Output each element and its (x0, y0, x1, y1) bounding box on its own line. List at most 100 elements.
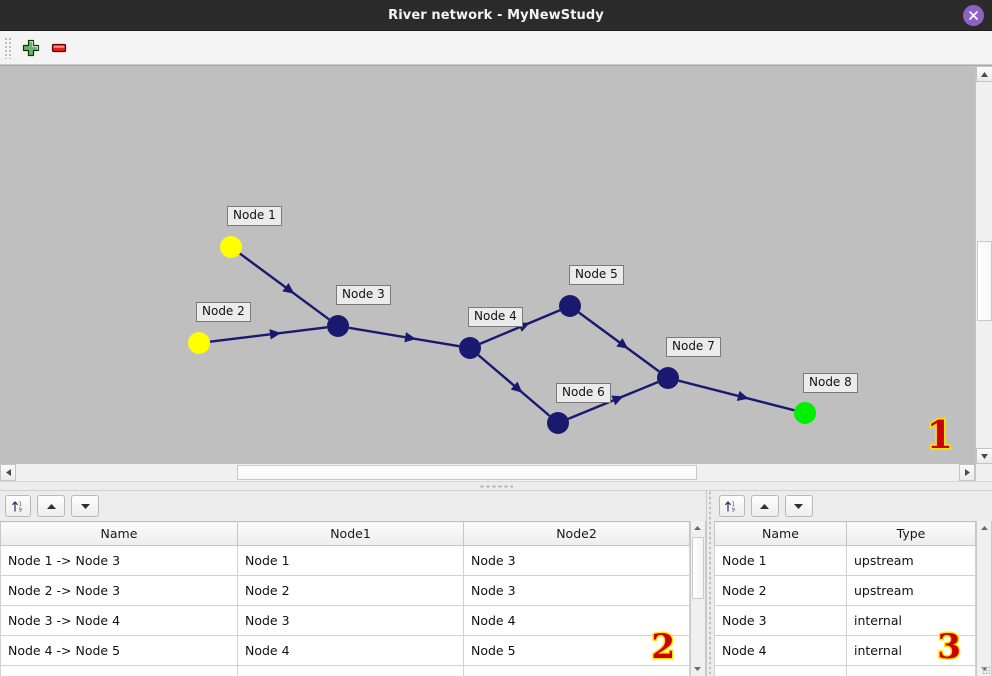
table-cell[interactable]: Node 3 -> Node 4 (0, 605, 238, 636)
table-cell[interactable]: internal (845, 605, 977, 636)
scroll-left-button[interactable] (0, 464, 16, 481)
table-cell[interactable]: Node 1 (713, 545, 847, 576)
table-cell[interactable]: Node 1 -> Node 3 (0, 545, 238, 576)
svg-text:1: 1 (732, 501, 735, 507)
node-label-node-3[interactable]: Node 3 (336, 285, 391, 305)
nodes-scroll-up-button[interactable] (977, 521, 991, 535)
add-node-button[interactable] (17, 34, 45, 62)
table-cell[interactable] (845, 665, 977, 676)
table-cell[interactable]: Node 3 (463, 545, 690, 576)
graph-hscroll-thumb[interactable] (237, 465, 697, 480)
node-label-node-6[interactable]: Node 6 (556, 383, 611, 403)
table-cell[interactable]: Node 4 (237, 635, 464, 666)
column-header-name[interactable]: Name (0, 521, 238, 546)
toolbar-drag-handle[interactable] (4, 36, 12, 59)
nodes-move-down-button[interactable] (784, 495, 813, 517)
graph-vscroll-thumb[interactable] (977, 241, 992, 321)
graph-edge[interactable] (209, 326, 328, 343)
graph-edge[interactable] (567, 381, 659, 420)
reaches-sort-button[interactable]: 1 9 (5, 495, 31, 517)
node-label-node-1[interactable]: Node 1 (227, 206, 282, 226)
graph-vertical-scrollbar[interactable] (975, 66, 992, 464)
table-cell[interactable]: Node 3 (713, 605, 847, 636)
table-cell[interactable] (0, 665, 238, 676)
tables-splitter[interactable] (706, 491, 714, 676)
table-cell[interactable]: upstream (845, 575, 977, 606)
graph-node-node-4[interactable] (459, 337, 481, 359)
graph-node-node-5[interactable] (559, 295, 581, 317)
scroll-down-button[interactable] (976, 448, 992, 464)
nodes-move-up-button[interactable] (750, 495, 779, 517)
graph-node-node-7[interactable] (657, 367, 679, 389)
nodes-vertical-scrollbar[interactable] (976, 521, 992, 676)
edge-arrowhead (269, 329, 281, 340)
table-cell[interactable]: Node 4 (463, 605, 690, 636)
table-cell[interactable]: Node 2 (237, 575, 464, 606)
node-label-node-2[interactable]: Node 2 (196, 302, 251, 322)
nodes-sort-button[interactable]: 1 9 (718, 495, 745, 517)
table-row[interactable] (713, 665, 977, 676)
node-label-node-8[interactable]: Node 8 (803, 373, 858, 393)
scroll-up-button[interactable] (976, 66, 992, 82)
resize-grip[interactable] (982, 666, 990, 674)
scroll-right-button[interactable] (959, 464, 975, 481)
node-label-node-7[interactable]: Node 7 (666, 337, 721, 357)
table-cell[interactable]: Node 3 (237, 605, 464, 636)
table-cell[interactable]: Node 1 (237, 545, 464, 576)
graph-node-node-3[interactable] (327, 315, 349, 337)
tables-area: 1 9 (0, 490, 992, 676)
column-header-node2[interactable]: Node2 (463, 521, 690, 546)
reaches-move-up-button[interactable] (37, 495, 65, 517)
table-cell[interactable]: Node 4 -> Node 5 (0, 635, 238, 666)
reaches-scroll-up-button[interactable] (690, 521, 705, 535)
table-cell[interactable] (237, 665, 464, 676)
graph-horizontal-scrollbar[interactable] (0, 464, 975, 481)
graph-edge[interactable] (477, 354, 551, 417)
graph-edge[interactable] (348, 326, 460, 348)
node-label-node-4[interactable]: Node 4 (468, 307, 523, 327)
column-header-name[interactable]: Name (713, 521, 847, 546)
graph-node-node-2[interactable] (188, 332, 210, 354)
reaches-vscroll-thumb[interactable] (691, 537, 704, 599)
table-cell[interactable]: Node 2 (713, 575, 847, 606)
graph-edge[interactable] (678, 379, 795, 412)
graph-edge[interactable] (239, 252, 330, 321)
close-button[interactable] (963, 5, 984, 26)
table-cell[interactable] (713, 665, 847, 676)
column-header-node1[interactable]: Node1 (237, 521, 464, 546)
table-cell[interactable] (463, 665, 690, 676)
reaches-move-down-button[interactable] (71, 495, 99, 517)
graph-node-node-8[interactable] (794, 402, 816, 424)
table-cell[interactable]: Node 2 -> Node 3 (0, 575, 238, 606)
minus-rectangle-icon (51, 43, 67, 52)
graph-node-node-6[interactable] (547, 412, 569, 434)
graph-node-node-1[interactable] (220, 236, 242, 258)
table-cell[interactable]: Node 4 (713, 635, 847, 666)
column-header-type[interactable]: Type (845, 521, 977, 546)
delete-node-button[interactable] (45, 34, 73, 62)
reaches-scroll-down-button[interactable] (690, 662, 705, 676)
table-cell[interactable]: Node 3 (463, 575, 690, 606)
table-row[interactable] (0, 665, 690, 676)
graph-edge[interactable] (578, 311, 660, 373)
title-bar: River network - MyNewStudy (0, 0, 992, 31)
node-label-node-5[interactable]: Node 5 (569, 265, 624, 285)
table-cell[interactable]: upstream (845, 545, 977, 576)
reaches-vertical-scrollbar[interactable] (689, 521, 706, 676)
pane-splitter[interactable] (0, 481, 992, 490)
